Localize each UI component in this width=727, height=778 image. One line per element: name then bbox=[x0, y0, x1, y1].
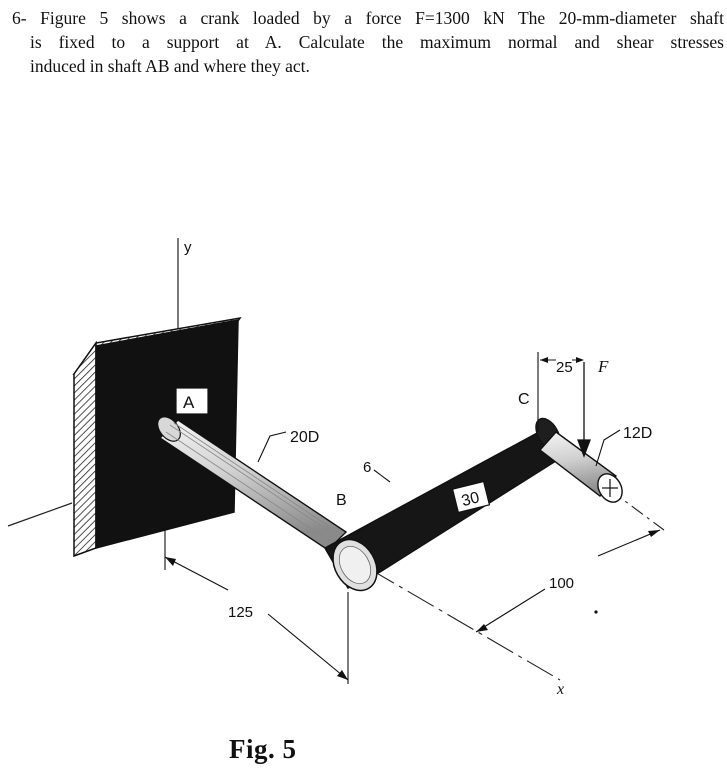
shaft-ab bbox=[157, 416, 348, 551]
shaft-centerline bbox=[367, 567, 561, 681]
dim-crank-width-label: 30 bbox=[460, 489, 481, 510]
point-a-label: A bbox=[183, 393, 195, 412]
dim-crank-offset-label: 25 bbox=[556, 359, 573, 376]
problem-line-3: induced in shaft AB and where they act. bbox=[30, 56, 310, 76]
x-axis-label: x bbox=[556, 681, 564, 698]
problem-statement: 6- Figure 5 shows a crank loaded by a fo… bbox=[12, 6, 724, 78]
point-c-label: C bbox=[518, 391, 530, 408]
force-and-offset bbox=[537, 352, 591, 458]
force-arrowhead bbox=[577, 439, 591, 458]
force-label: F bbox=[597, 357, 609, 376]
dim-ab-length-label: 125 bbox=[228, 604, 253, 621]
dim-crank-length bbox=[475, 529, 661, 633]
y-axis-label: y bbox=[184, 239, 192, 256]
dim-crank-length-label: 100 bbox=[549, 575, 574, 592]
figure-caption: Fig. 5 bbox=[229, 734, 297, 764]
wall-support: A bbox=[72, 316, 242, 558]
pin-c bbox=[538, 431, 623, 503]
problem-line-2: is fixed to a support at A. Calculate th… bbox=[30, 32, 724, 52]
problem-line-1: 6- Figure 5 shows a crank loaded by a fo… bbox=[12, 8, 724, 28]
dim-shaft-diameter-label: 20D bbox=[290, 429, 319, 446]
dim-pin-diameter-label: 12D bbox=[623, 425, 652, 442]
leader-lines bbox=[257, 429, 621, 483]
crank-arm: 30 bbox=[323, 417, 572, 592]
centerlines bbox=[7, 238, 665, 681]
dim-crank-thickness-label: 6 bbox=[363, 459, 371, 476]
point-b-label: B bbox=[336, 492, 347, 509]
dim-ab-length bbox=[164, 506, 349, 684]
x-axis-left-line bbox=[7, 502, 73, 527]
